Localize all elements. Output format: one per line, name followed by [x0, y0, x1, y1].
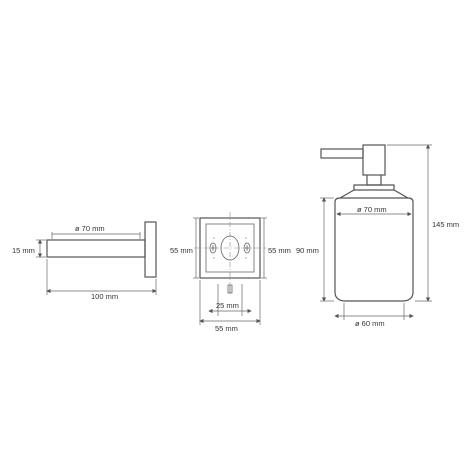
- screw-hole-left: [209, 242, 217, 254]
- dispenser-shoulder: [353, 184, 395, 191]
- wall-plate-side: [144, 221, 157, 278]
- top-diameter-label: ø 70 mm: [357, 205, 387, 214]
- front-height-label-right: 55 mm: [268, 246, 291, 255]
- side-height-label: 15 mm: [12, 246, 35, 255]
- body-height-label: 90 mm: [296, 246, 319, 255]
- bottom-diameter-label: ø 60 mm: [355, 319, 385, 328]
- dispenser-nozzle: [320, 148, 364, 159]
- holder-side-view: ø 70 mm 15 mm 100 mm: [12, 221, 157, 301]
- soap-dispenser: ø 70 mm 90 mm 145 mm ø 60 mm: [296, 144, 459, 328]
- wall-plate-front-view: 55 mm 55 mm 25 mm 55 mm: [170, 212, 291, 333]
- front-width-label: 55 mm: [215, 324, 238, 333]
- center-oval: [220, 235, 240, 261]
- dispenser-collar: [366, 175, 382, 186]
- hole-spacing-label: 25 mm: [216, 301, 239, 310]
- plate-outer: [199, 217, 261, 279]
- dispenser-pump-head: [362, 144, 386, 176]
- front-height-label-left: 55 mm: [170, 246, 193, 255]
- dispenser-body: [334, 197, 414, 302]
- screw-hole-right: [243, 242, 251, 254]
- side-length-label: 100 mm: [91, 292, 118, 301]
- side-diameter-label: ø 70 mm: [75, 224, 105, 233]
- total-height-label: 145 mm: [432, 220, 459, 229]
- holder-rod: [46, 239, 146, 258]
